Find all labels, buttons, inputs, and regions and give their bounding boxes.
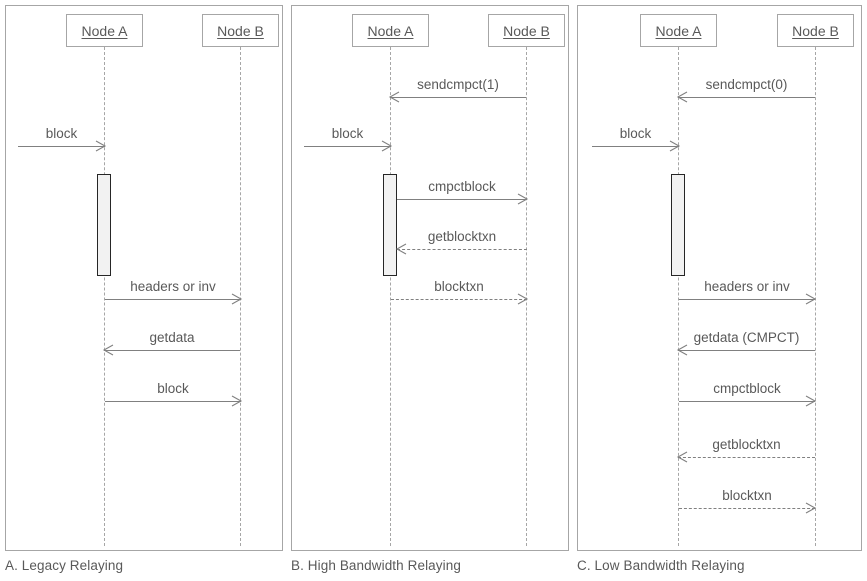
message-label: headers or inv [704,279,790,294]
arrowhead-right-icon [805,395,817,407]
message-label: cmpctblock [713,381,781,396]
message-label: block [619,126,652,141]
message-line [679,508,815,509]
lifeline-node-b [526,47,527,546]
arrowhead-right-icon [517,293,529,305]
message-label: getdata [149,330,195,345]
arrowhead-right-icon [517,193,529,205]
message-label: getdata (CMPCT) [693,330,800,345]
message-line [678,350,815,351]
node-box-a: Node A [640,14,717,47]
node-box-b: Node B [488,14,565,47]
message-label: cmpctblock [428,179,496,194]
panel-high-bandwidth-relaying: Node A Node B sendcmpct(1) block cmpctbl… [291,5,569,551]
arrowhead-right-icon [805,502,817,514]
node-b-label: Node B [792,22,839,39]
panel-legacy-relaying: Node A Node B block headers or inv getda… [5,5,283,551]
caption-panel-c: C. Low Bandwidth Relaying [577,558,745,573]
node-box-b: Node B [777,14,854,47]
message-label: blocktxn [434,279,484,294]
arrowhead-right-icon [231,395,243,407]
lifeline-node-a [104,47,105,546]
message-line [678,97,815,98]
caption-panel-b: B. High Bandwidth Relaying [291,558,461,573]
message-line [304,146,391,147]
node-box-b: Node B [202,14,279,47]
arrowhead-right-icon [669,140,681,152]
message-line [679,299,815,300]
message-line [104,350,240,351]
message-line [397,249,527,250]
node-a-label: Node A [367,22,414,39]
arrowhead-left-icon [676,344,688,356]
lifeline-node-a [390,47,391,546]
arrowhead-left-icon [676,451,688,463]
arrowhead-left-icon [676,91,688,103]
node-a-label: Node A [655,22,702,39]
arrowhead-left-icon [388,91,400,103]
message-line [397,199,527,200]
activation-bar-node-a [383,174,397,276]
node-b-label: Node B [503,22,550,39]
message-line [592,146,679,147]
message-label: block [331,126,364,141]
activation-bar-node-a [671,174,685,276]
message-line [18,146,105,147]
message-label: block [45,126,78,141]
node-box-a: Node A [352,14,429,47]
message-label: sendcmpct(0) [705,77,788,92]
message-line [390,97,526,98]
message-line [678,457,815,458]
message-label: blocktxn [722,488,772,503]
arrowhead-left-icon [395,243,407,255]
lifeline-node-a [678,47,679,546]
node-box-a: Node A [66,14,143,47]
arrowhead-right-icon [231,293,243,305]
node-a-label: Node A [81,22,128,39]
message-label: getblocktxn [427,229,497,244]
message-label: sendcmpct(1) [417,77,499,92]
arrowhead-left-icon [102,344,114,356]
arrowhead-right-icon [381,140,393,152]
node-b-label: Node B [217,22,264,39]
message-label: headers or inv [130,279,216,294]
arrowhead-right-icon [805,293,817,305]
activation-bar-node-a [97,174,111,276]
arrowhead-right-icon [95,140,107,152]
lifeline-node-b [240,47,241,546]
message-line [679,401,815,402]
message-label: getblocktxn [712,437,781,452]
message-line [391,299,527,300]
message-line [105,401,241,402]
message-line [105,299,241,300]
caption-panel-a: A. Legacy Relaying [5,558,124,573]
lifeline-node-b [815,47,816,546]
panel-low-bandwidth-relaying: Node A Node B sendcmpct(0) block headers [577,5,862,551]
message-label: block [157,381,189,396]
